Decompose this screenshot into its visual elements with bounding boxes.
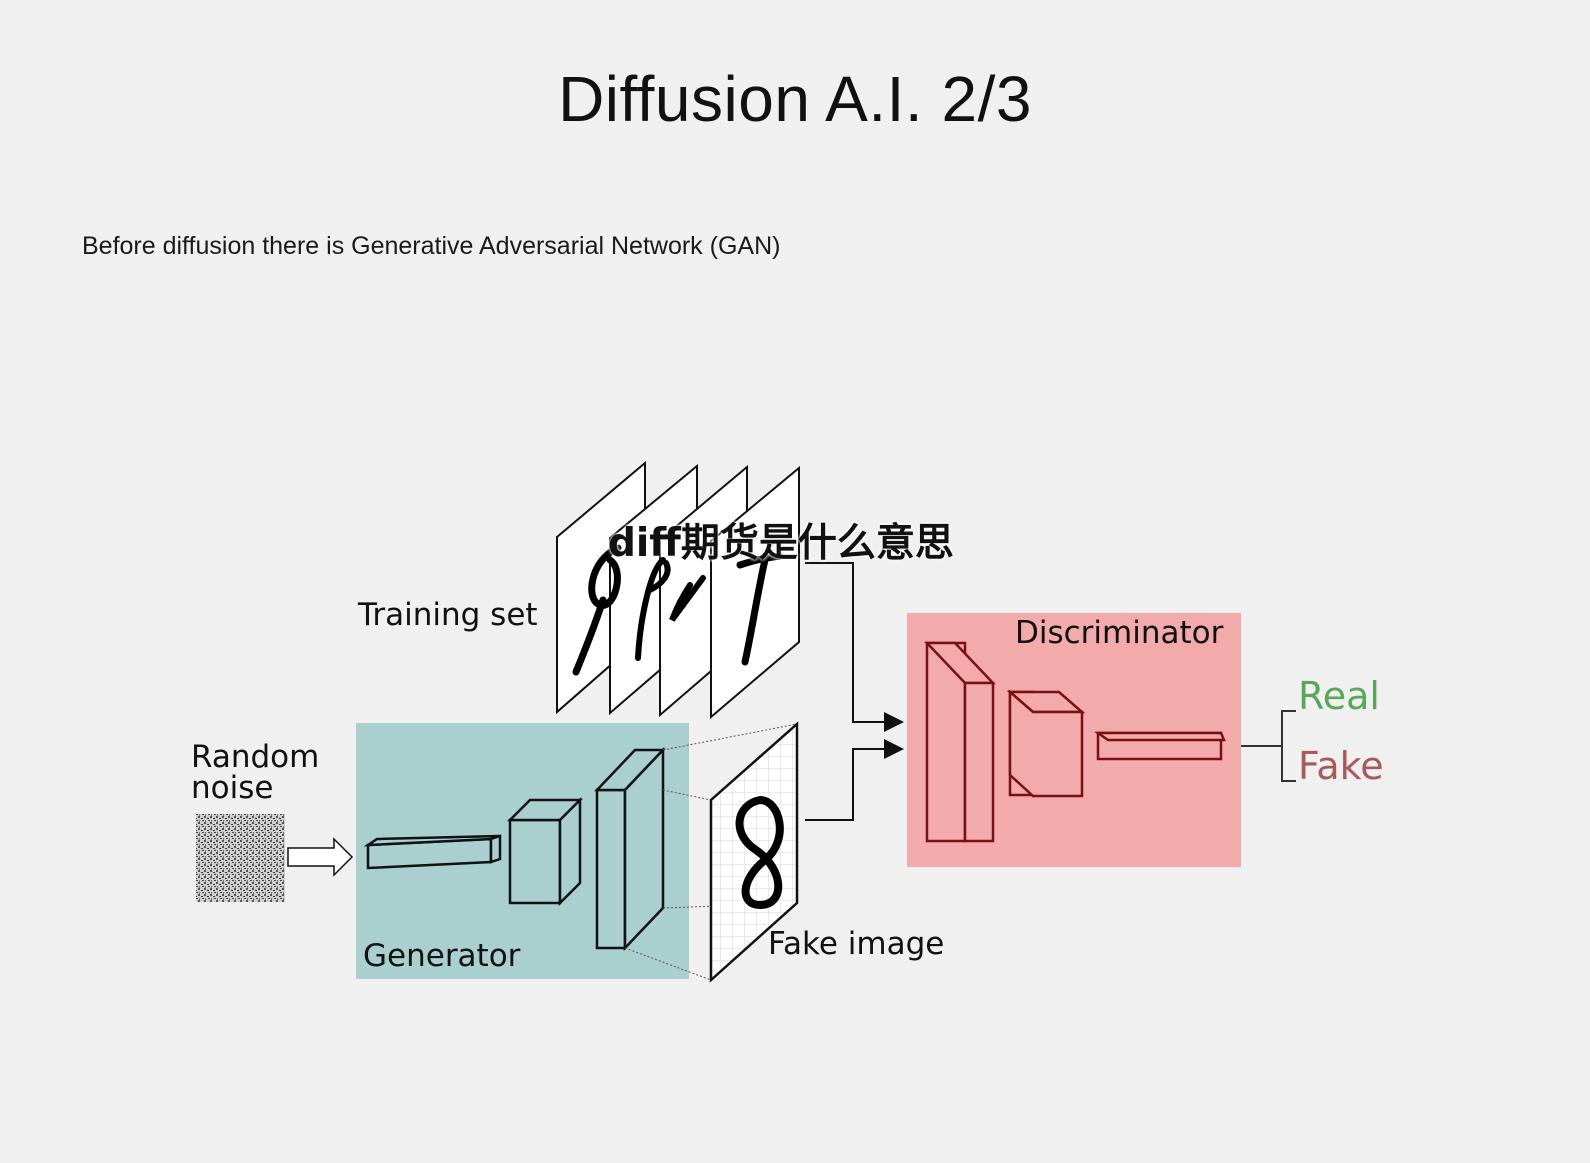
training-digits bbox=[572, 544, 784, 676]
overlay-caption: diff期货是什么意思 bbox=[608, 521, 954, 566]
random-noise-image bbox=[196, 814, 285, 902]
discriminator-label: Discriminator bbox=[1015, 615, 1224, 651]
fake-image-label: Fake image bbox=[768, 926, 945, 962]
generator-layers bbox=[363, 746, 666, 952]
random-noise-label-line1: Random bbox=[191, 739, 320, 775]
discriminator-layers bbox=[924, 641, 1226, 843]
slide-title: Diffusion A.I. 2/3 bbox=[558, 63, 1032, 135]
fake-label: Fake bbox=[1298, 744, 1384, 788]
slide-subtitle: Before diffusion there is Generative Adv… bbox=[82, 232, 781, 260]
fake-digit-eight bbox=[735, 796, 784, 909]
noise-arrow bbox=[287, 837, 354, 877]
training-set-label: Training set bbox=[358, 597, 538, 633]
random-noise-label-line2: noise bbox=[191, 770, 274, 806]
projection-lines bbox=[624, 723, 798, 981]
real-label: Real bbox=[1298, 674, 1380, 718]
connector-lines bbox=[805, 562, 904, 821]
output-bracket bbox=[1241, 710, 1296, 782]
generator-label: Generator bbox=[363, 938, 521, 974]
